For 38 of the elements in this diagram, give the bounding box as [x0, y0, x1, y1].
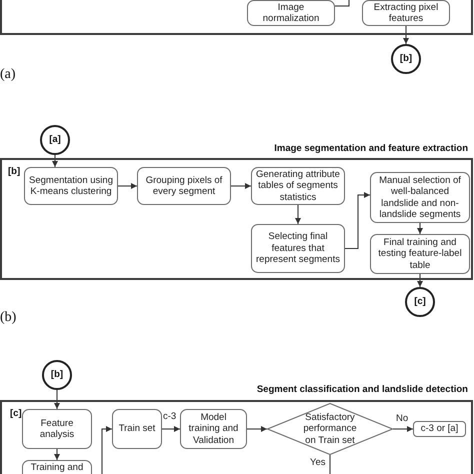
arrow	[392, 426, 414, 432]
arrow	[102, 426, 112, 474]
process-box: Extracting pixel features	[362, 0, 450, 26]
process-box: Final training and testing feature-label table	[370, 234, 470, 274]
arrow	[403, 26, 409, 44]
arrow	[230, 183, 252, 189]
panel-title: Image segmentation and feature extraction	[274, 143, 468, 155]
process-box: Manual selection of well-balanced landslide and non-landslide segments	[370, 172, 470, 223]
process-box: Grouping pixels of every segment	[137, 167, 231, 205]
arrow	[118, 183, 138, 189]
arrow	[54, 390, 60, 410]
panel-tag: [b]	[8, 166, 20, 177]
process-box: Training and	[22, 460, 92, 474]
decision-diamond: Satisfactory performance on Train set	[267, 403, 393, 455]
edge-label: No	[396, 413, 408, 424]
edge-label: c-3	[163, 411, 176, 422]
arrow	[162, 426, 180, 432]
arrow	[295, 204, 301, 224]
process-box: Image normalization	[247, 0, 335, 26]
process-box: Model training and Validation	[180, 409, 247, 449]
panel-tag: [c]	[10, 408, 22, 419]
arrow	[344, 192, 370, 249]
panel-label: (a)	[0, 67, 16, 83]
connector-line	[334, 0, 350, 6]
arrow	[54, 448, 60, 460]
process-box: Generating attribute tables of segments statistics	[251, 167, 345, 205]
process-box: Train set	[112, 409, 162, 449]
process-box: c-3 or [a]	[413, 421, 466, 437]
process-box: Feature analysis	[22, 409, 92, 449]
edge-label: Yes	[310, 457, 326, 468]
process-box: Segmentation using K-means clustering	[24, 167, 118, 205]
panel-label: (b)	[0, 310, 16, 326]
arrow	[417, 274, 423, 288]
arrow	[52, 154, 58, 168]
arrow	[417, 222, 423, 234]
process-box: Selecting final features that represent segments	[251, 224, 345, 273]
panel-title: Segment classification and landslide detection	[256, 384, 468, 396]
arrow	[246, 426, 268, 432]
